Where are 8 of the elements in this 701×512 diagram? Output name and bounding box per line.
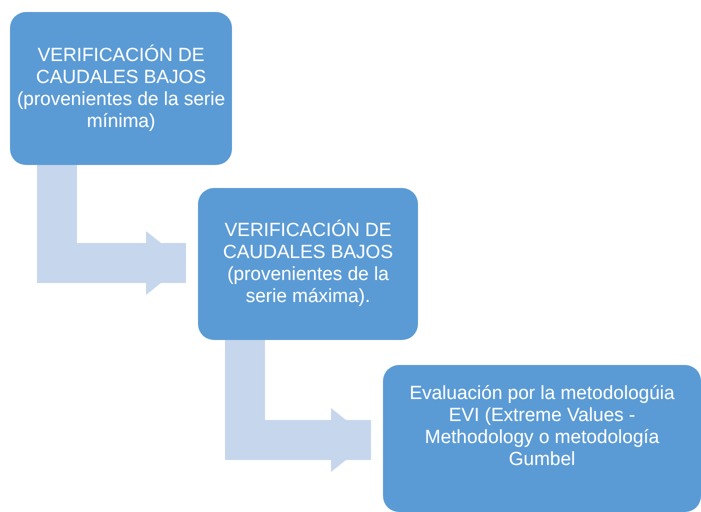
process-box [198, 188, 418, 340]
process-box [383, 365, 701, 512]
box-text: VERIFICACIÓN DE CAUDALES BAJOS (provenientes de la serie mínima) [16, 44, 226, 132]
bent-arrow [225, 340, 371, 472]
box-text: VERIFICACIÓN DE CAUDALES BAJOS (provenientes de la serie máxima). [222, 220, 394, 308]
box-text: Evaluación por la metodologúia EVI (Extreme Values - Methodology o metodología Gumbel [408, 383, 676, 471]
bent-arrow [37, 165, 186, 295]
process-box [10, 12, 232, 165]
